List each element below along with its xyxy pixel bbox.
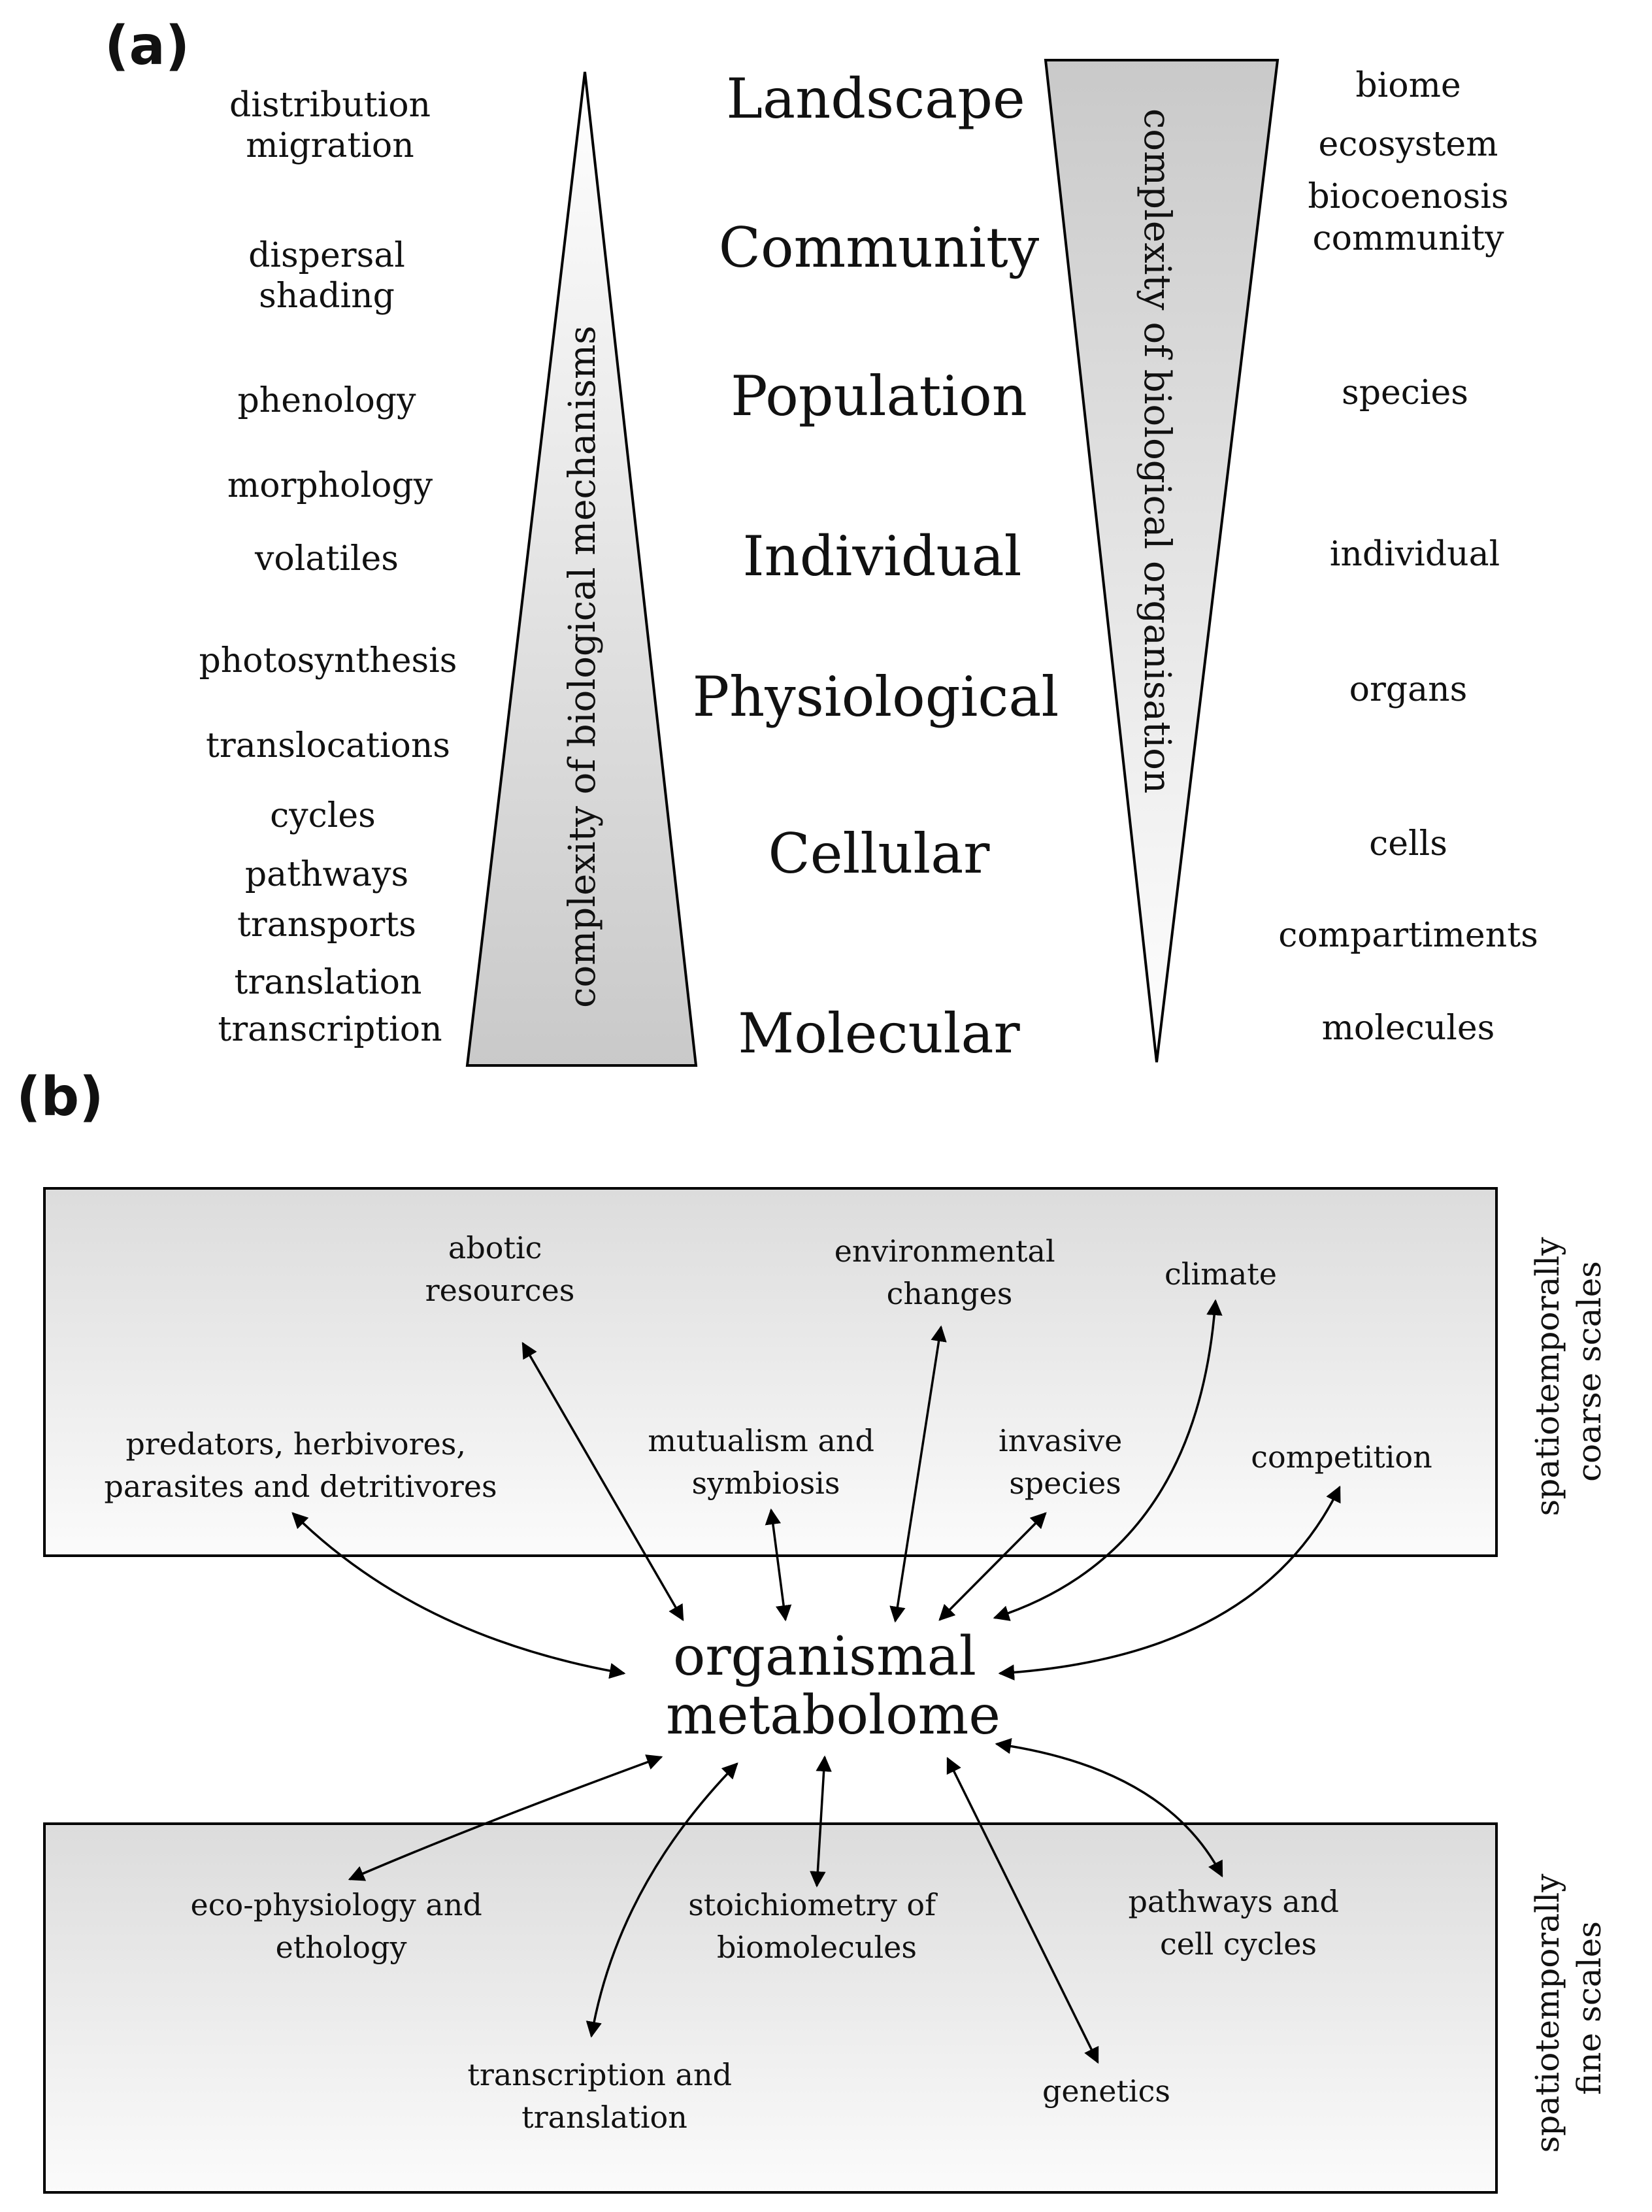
node-transcription-translation: transcription and translation — [467, 2057, 741, 2135]
center-node: organismal metabolome — [666, 1626, 1000, 1747]
mechanism-item: phenology — [238, 381, 417, 420]
fine-scales-label-line: spatiotemporally — [1528, 1873, 1566, 2153]
node-line: symbiosis — [692, 1466, 840, 1501]
level-population: Population — [731, 364, 1027, 428]
mechanism-item: volatiles — [254, 539, 399, 578]
level-landscape: Landscape — [726, 67, 1025, 131]
arrow-transcription-translation — [586, 1762, 738, 2038]
panel-b: (b) spatiotemporally coarse scales spati… — [16, 1066, 1608, 2194]
center-node-line: organismal — [673, 1626, 976, 1688]
arrow-competition — [998, 1485, 1341, 1681]
arrow-environmental-changes — [889, 1325, 947, 1623]
node-pathways-cell-cycles: pathways and cell cycles — [1128, 1884, 1348, 1962]
center-node-line: metabolome — [666, 1684, 1000, 1747]
organisation-item: community — [1313, 219, 1505, 258]
organisation-item: molecules — [1322, 1009, 1495, 1048]
node-line: competition — [1251, 1439, 1432, 1475]
node-eco-physiology: eco-physiology and ethology — [191, 1887, 492, 1965]
level-community: Community — [719, 216, 1040, 280]
coarse-scales-label-line: spatiotemporally — [1528, 1237, 1566, 1517]
fine-scales-label: spatiotemporally fine scales — [1528, 1864, 1608, 2153]
node-abotic-resources: abotic resources — [425, 1230, 575, 1308]
arrow-mutualism — [765, 1508, 792, 1622]
mechanism-item: dispersal — [248, 236, 405, 275]
arrow-pathways — [995, 1737, 1223, 1878]
node-climate: climate — [1165, 1256, 1277, 1292]
arrow-predators — [291, 1512, 626, 1679]
organisation-triangle — [1044, 59, 1280, 1063]
panel-a: (a) complexity of biological mechanisms … — [105, 15, 1538, 1067]
level-molecular: Molecular — [738, 1001, 1020, 1065]
organisation-item: cells — [1369, 824, 1447, 863]
level-physiological: Physiological — [693, 665, 1059, 729]
node-line: resources — [425, 1273, 575, 1308]
arrow-genetics — [946, 1756, 1099, 2064]
organisation-item: compartiments — [1278, 916, 1538, 955]
mechanisms-triangle — [465, 71, 698, 1067]
mechanism-item: pathways — [245, 855, 408, 894]
organisation-item: biocoenosis — [1308, 177, 1508, 216]
node-line: stoichiometry of — [688, 1887, 938, 1922]
organisation-item: biome — [1355, 66, 1461, 105]
node-line: abotic — [448, 1230, 542, 1265]
node-line: eco-physiology and — [191, 1887, 482, 1922]
mechanism-item: transports — [237, 905, 416, 945]
node-line: changes — [887, 1276, 1013, 1311]
arrow-abotic-resources — [521, 1341, 684, 1622]
organisation-axis-label: complexity of biological organisation — [1136, 109, 1178, 794]
node-line: genetics — [1042, 2073, 1170, 2109]
node-line: transcription and — [467, 2057, 732, 2092]
node-line: ethology — [276, 1930, 407, 1965]
node-line: cell cycles — [1160, 1926, 1317, 1962]
coarse-scales-label-line: coarse scales — [1570, 1261, 1608, 1482]
organisation-item: organs — [1349, 670, 1468, 709]
organisation-item: species — [1342, 373, 1468, 412]
node-mutualism: mutualism and symbiosis — [648, 1423, 884, 1501]
mechanism-item: translation — [235, 963, 422, 1002]
mechanisms-axis-label: complexity of biological mechanisms — [561, 326, 604, 1008]
mechanism-item: cycles — [270, 796, 376, 835]
mechanism-item: distribution — [229, 86, 431, 125]
node-line: translation — [521, 2100, 687, 2135]
node-line: invasive — [999, 1423, 1122, 1458]
level-individual: Individual — [742, 524, 1021, 588]
fine-scales-box — [43, 1822, 1498, 2194]
mechanism-item: transcription — [218, 1010, 442, 1049]
node-line: parasites and detritivores — [104, 1469, 497, 1504]
mechanism-item: shading — [259, 276, 395, 316]
node-line: pathways and — [1128, 1884, 1339, 1919]
mechanism-item: translocations — [206, 726, 450, 765]
node-line: environmental — [834, 1233, 1055, 1269]
panel-b-label: (b) — [16, 1066, 104, 1128]
node-predators: predators, herbivores, parasites and det… — [104, 1426, 497, 1504]
node-line: mutualism and — [648, 1423, 874, 1458]
node-line: species — [1009, 1466, 1121, 1501]
panel-a-label: (a) — [105, 15, 190, 77]
arrow-stoichiometry — [810, 1755, 832, 1888]
node-environmental-changes: environmental changes — [834, 1233, 1065, 1311]
mechanism-item: photosynthesis — [199, 641, 457, 680]
node-genetics: genetics — [1042, 2073, 1170, 2109]
organisation-item: individual — [1330, 535, 1500, 574]
coarse-scales-label: spatiotemporally coarse scales — [1528, 1227, 1608, 1517]
level-cellular: Cellular — [768, 822, 991, 886]
node-competition: competition — [1251, 1439, 1432, 1475]
node-line: climate — [1165, 1256, 1277, 1292]
mechanism-item: migration — [246, 126, 414, 165]
organisation-item: ecosystem — [1319, 125, 1498, 164]
node-line: predators, herbivores, — [125, 1426, 466, 1462]
mechanism-item: morphology — [227, 466, 433, 505]
node-line: biomolecules — [717, 1930, 917, 1965]
fine-scales-label-line: fine scales — [1570, 1921, 1608, 2095]
